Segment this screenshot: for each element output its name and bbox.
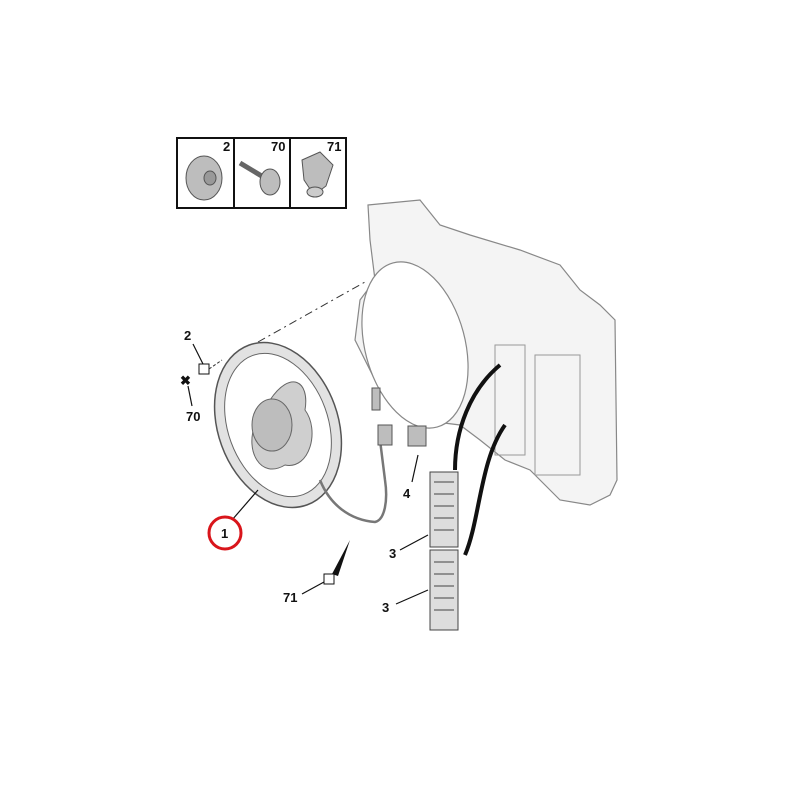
inset-ref-70: 70 — [271, 139, 285, 154]
bolt-cross-icon: ✖ — [180, 373, 191, 388]
cooling-fan[interactable] — [193, 325, 364, 526]
radiator-frame — [354, 199, 618, 506]
wiring-harness — [318, 439, 388, 524]
inset-ref-71: 71 — [327, 139, 341, 154]
grommet-marker — [198, 363, 210, 375]
shutter-slat-lower[interactable] — [429, 549, 459, 631]
bolt-icon — [238, 160, 281, 196]
callout-1[interactable]: 1 — [221, 526, 228, 541]
relay[interactable] — [407, 425, 427, 447]
callout-2: 2 — [184, 328, 191, 343]
inset-parts-box: 2 70 71 — [176, 137, 347, 209]
callout-71: 71 — [283, 590, 297, 605]
clip-icon — [301, 151, 334, 198]
connector-icon — [377, 424, 393, 446]
alignment-line — [257, 281, 366, 343]
callout-3-upper: 3 — [389, 546, 396, 561]
callout-70: 70 — [186, 409, 200, 424]
inset-ref-2: 2 — [223, 139, 230, 154]
connector-icon — [371, 387, 381, 411]
callout-3-lower: 3 — [382, 600, 389, 615]
highlight-circle — [207, 515, 243, 551]
shutter-slat-upper[interactable] — [429, 471, 459, 548]
callout-4: 4 — [403, 486, 411, 501]
grommet-icon — [185, 155, 223, 201]
clip-marker — [323, 573, 335, 585]
